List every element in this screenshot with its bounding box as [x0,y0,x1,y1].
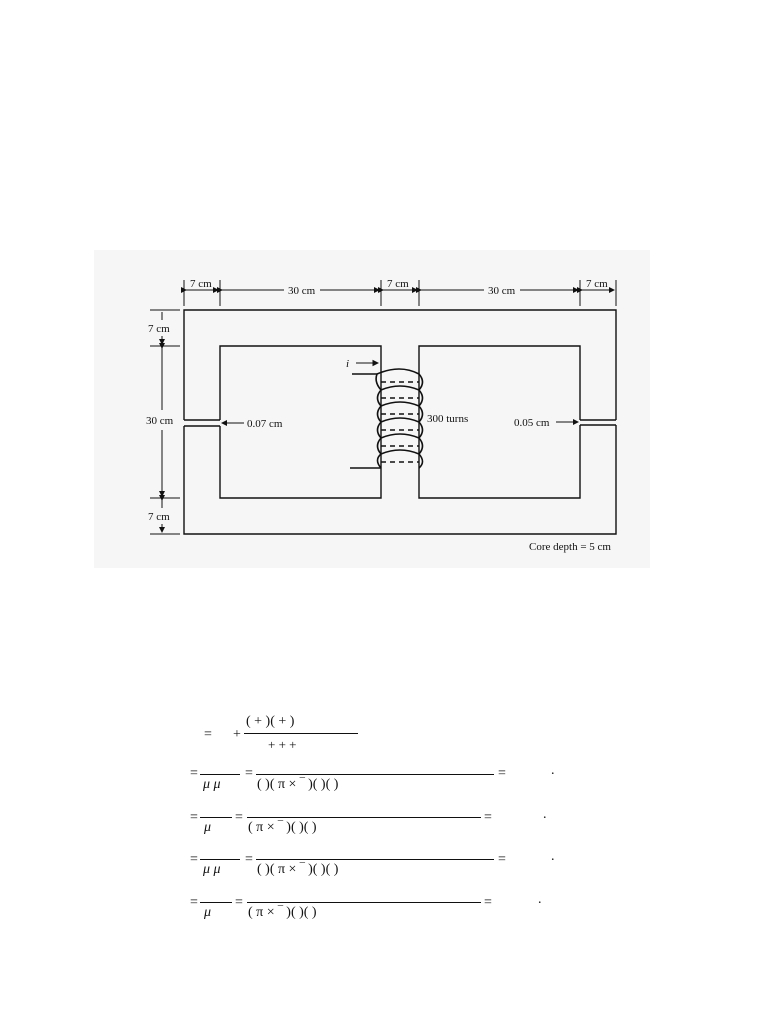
dim-top-yoke: 7 cm [148,323,170,335]
eq1-fraction-bar [244,733,358,734]
eq4-lhs-equals: = [190,852,198,867]
eq3-dot: . [543,807,547,822]
coil-turns-label: 300 turns [427,413,468,425]
eq3-left-den: μ [204,820,212,835]
eq2-dot: . [551,763,555,778]
core-diagram-svg: i 7 cm 30 cm 7 cm 30 cm 7 cm 7 cm 30 cm … [146,278,617,553]
eq5-mid-equals: = [235,895,243,910]
eq3-right-den: ( π × ‾ )( )( ) [248,820,317,835]
dim-center-leg: 7 cm [387,278,409,290]
eq5-lhs-equals: = [190,895,198,910]
magnetic-core-figure: i 7 cm 30 cm 7 cm 30 cm 7 cm 7 cm 30 cm … [94,250,650,568]
eq5-dot: . [538,892,542,907]
core-depth-note: Core depth = 5 cm [529,541,611,553]
eq5-left-den: μ [204,905,212,920]
eq4-rhs-equals: = [498,852,506,867]
eq2-rhs-equals: = [498,766,506,781]
eq3-rhs-equals: = [484,810,492,825]
eq3-mid-equals: = [235,810,243,825]
eq5-rhs-equals: = [484,895,492,910]
eq1-numerator: ( + )( + ) [246,714,295,729]
eq1-plus: + [233,727,241,742]
eq4-right-bar [256,859,494,860]
eq3-right-bar [247,817,481,818]
left-dimension-lines [150,309,180,535]
eq4-dot: . [551,849,555,864]
core-outline [183,309,617,535]
dim-bottom-yoke: 7 cm [148,511,170,523]
right-gap-label: 0.05 cm [514,417,550,429]
eq5-left-bar [200,902,232,903]
eq2-left-bar [200,774,240,775]
eq4-left-bar [200,859,240,860]
eq3-left-bar [200,817,232,818]
dim-top-left-leg: 7 cm [190,278,212,290]
coil [375,368,424,469]
eq4-left-den: μ μ [203,862,221,877]
eq5-right-den: ( π × ‾ )( )( ) [248,905,317,920]
top-dimension-lines [181,280,617,306]
eq1-denominator: + + + [268,737,297,752]
eq1-equals: = [204,727,212,742]
eq4-mid-equals: = [245,852,253,867]
coil-back-turns [381,381,419,463]
dim-left-window: 30 cm [288,285,316,297]
dim-window-height: 30 cm [146,415,174,427]
dim-right-window: 30 cm [488,285,516,297]
dim-right-leg: 7 cm [586,278,608,290]
eq5-right-bar [247,902,481,903]
eq2-lhs-equals: = [190,766,198,781]
coil-leads [350,373,381,469]
eq2-mid-equals: = [245,766,253,781]
eq2-right-bar [256,774,494,775]
eq2-left-den: μ μ [203,777,221,792]
eq4-right-den: ( )( π × ‾ )( )( ) [257,862,339,877]
current-label: i [346,358,349,370]
eq3-lhs-equals: = [190,810,198,825]
left-gap-label: 0.07 cm [247,418,283,430]
eq2-right-den: ( )( π × ‾ )( )( ) [257,777,339,792]
